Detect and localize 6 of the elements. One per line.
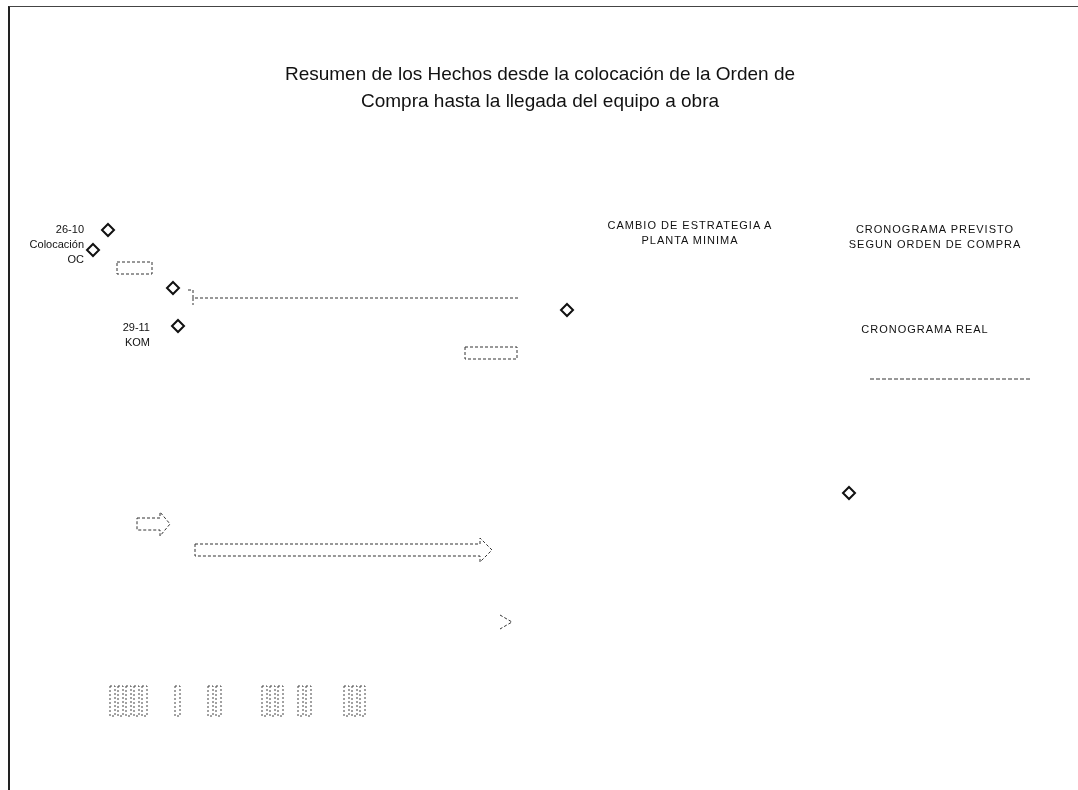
title: Resumen de los Hechos desde la colocación de la Orden de Compra hasta la llegada del equipo a obra: [283, 62, 797, 113]
section-heading: CRONOGRAMA PREVISTO SEGUN ORDEN DE COMPRA: [847, 222, 1023, 252]
milestone-label: 29-11 KOM: [121, 320, 150, 350]
milestone-label: 26-10 Colocación OC: [28, 222, 84, 267]
section-heading: CAMBIO DE ESTRATEGIA A PLANTA MINIMA: [606, 218, 774, 248]
section-heading: CRONOGRAMA REAL: [860, 322, 990, 337]
